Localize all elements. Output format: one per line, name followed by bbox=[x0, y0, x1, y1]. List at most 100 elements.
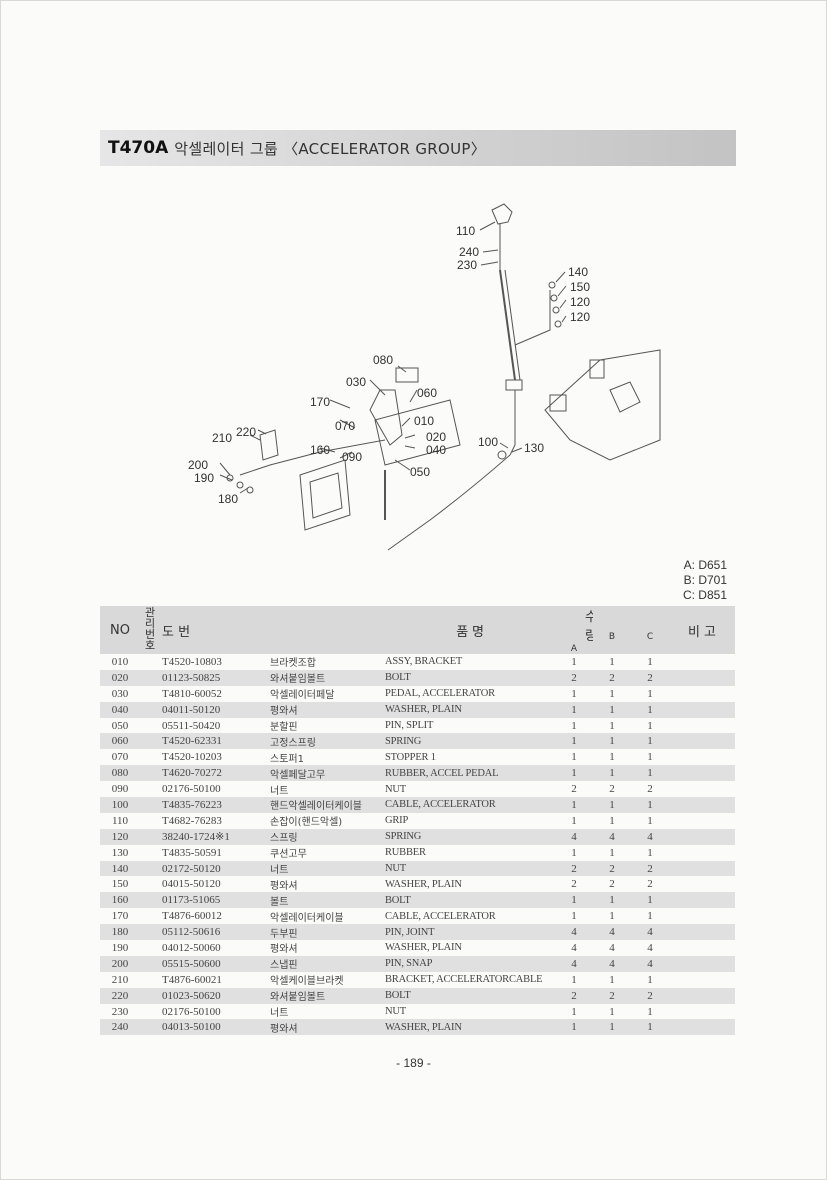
cell-no: 230 bbox=[111, 1005, 129, 1018]
cell-no: 040 bbox=[100, 701, 140, 718]
exploded-parts-diagram: 110 240 230 140 150 120 120 080 030 060 … bbox=[170, 190, 670, 560]
cell-qty-b: 1 bbox=[609, 719, 615, 732]
header-qty-b: B bbox=[593, 606, 631, 654]
callout-090: 090 bbox=[342, 450, 362, 464]
cell-qty-b: 2 bbox=[593, 669, 631, 686]
callout-240: 240 bbox=[459, 245, 479, 259]
callout-200: 200 bbox=[188, 458, 208, 472]
cell-qty-c: 1 bbox=[647, 1005, 653, 1018]
frame-shape bbox=[544, 349, 661, 461]
cell-no: 170 bbox=[111, 910, 129, 923]
cell-part-number: 02176-50100 bbox=[162, 783, 221, 796]
cell-no: 110 bbox=[111, 814, 129, 827]
cell-qty-c: 4 bbox=[631, 955, 669, 972]
cell-qty-c: 4 bbox=[631, 924, 669, 941]
cell-ref bbox=[140, 1019, 160, 1036]
parts-table-header: NO 관리번호 도 번 품 명 수 량 A B C 비 고 bbox=[100, 606, 735, 654]
cell-qty-a: 1 bbox=[571, 719, 577, 732]
cell-qty-b: 1 bbox=[593, 1019, 631, 1036]
cell-no: 190 bbox=[111, 941, 129, 954]
cell-ref bbox=[140, 781, 160, 797]
cell-name-en: PIN, JOINT bbox=[385, 924, 555, 941]
cell-qty-a: 1 bbox=[571, 846, 577, 859]
cell-part-number: 02176-50100 bbox=[162, 1005, 221, 1018]
cell-qty-b: 2 bbox=[609, 878, 615, 891]
cell-name-en: CABLE, ACCELERATOR bbox=[385, 910, 496, 922]
callout-230: 230 bbox=[457, 258, 477, 272]
header-ref: 관리번호 bbox=[140, 606, 160, 654]
cell-qty-c: 1 bbox=[631, 892, 669, 909]
cell-qty-a: 4 bbox=[571, 941, 577, 954]
cell-qty-c: 1 bbox=[631, 733, 669, 750]
cell-part-number: T4620-70272 bbox=[160, 765, 270, 782]
cell-ref bbox=[140, 797, 160, 813]
cell-ref bbox=[140, 845, 160, 861]
header-qty-a-label: A bbox=[570, 644, 578, 654]
cell-no: 050 bbox=[111, 719, 129, 732]
cell-part-number: T4520-10803 bbox=[162, 655, 222, 668]
cell-qty-c: 1 bbox=[647, 973, 653, 986]
cell-name-kr: 너트 bbox=[270, 785, 289, 797]
callout-040: 040 bbox=[426, 443, 446, 457]
cell-qty-a: 4 bbox=[555, 955, 593, 972]
header-no: NO bbox=[100, 606, 140, 654]
cell-ref bbox=[140, 860, 160, 877]
callout-220: 220 bbox=[236, 425, 256, 439]
callout-010: 010 bbox=[414, 414, 434, 428]
cell-no: 210 bbox=[111, 973, 129, 986]
cell-part-number: 04013-50100 bbox=[160, 1019, 270, 1036]
cell-remarks bbox=[669, 813, 735, 829]
cell-name-en: WASHER, PLAIN bbox=[385, 1019, 555, 1036]
cell-no: 140 bbox=[100, 860, 140, 877]
cell-qty-a: 2 bbox=[555, 669, 593, 686]
cell-qty-a: 2 bbox=[555, 860, 593, 877]
cell-ref bbox=[140, 749, 160, 765]
cell-no: 120 bbox=[100, 828, 140, 845]
cell-remarks bbox=[669, 955, 735, 972]
header-qty-a: 수 량 A bbox=[555, 606, 597, 654]
cell-ref bbox=[140, 892, 160, 909]
cell-name-en: WASHER, PLAIN bbox=[385, 878, 462, 890]
cell-name-en: SPRING bbox=[385, 828, 555, 845]
cell-ref bbox=[140, 654, 160, 670]
cell-qty-b: 4 bbox=[593, 828, 631, 845]
cell-qty-c: 1 bbox=[631, 701, 669, 718]
cell-name-en: ASSY, BRACKET bbox=[385, 656, 463, 668]
cell-qty-a: 1 bbox=[571, 687, 577, 700]
cell-no: 180 bbox=[100, 924, 140, 941]
cell-ref bbox=[140, 876, 160, 892]
cell-name-kr: 볼트 bbox=[270, 892, 385, 909]
cell-no: 100 bbox=[100, 797, 140, 813]
section-code: T470A bbox=[108, 138, 169, 158]
cell-name-kr: 너트 bbox=[270, 860, 385, 877]
cell-qty-c: 1 bbox=[631, 1019, 669, 1036]
bracket-plate bbox=[299, 459, 351, 531]
cell-qty-b: 1 bbox=[593, 733, 631, 750]
cell-qty-b: 1 bbox=[609, 973, 615, 986]
cell-ref bbox=[140, 669, 160, 686]
header-name: 품 명 bbox=[385, 606, 555, 654]
cell-part-number: 38240-1724※1 bbox=[160, 828, 270, 845]
cell-qty-a: 4 bbox=[555, 924, 593, 941]
variant-c: C: D851 bbox=[682, 588, 727, 602]
cell-name-kr: 분할핀 bbox=[270, 722, 298, 733]
cell-remarks bbox=[669, 860, 735, 877]
cell-name-en: PIN, SPLIT bbox=[385, 720, 434, 731]
cell-ref bbox=[140, 828, 160, 845]
cell-part-number: T4835-50591 bbox=[162, 846, 222, 859]
cell-part-number: T4876-60012 bbox=[162, 910, 222, 923]
cell-name-kr: 악셀페달고무 bbox=[270, 765, 385, 782]
cell-qty-a: 2 bbox=[571, 878, 577, 891]
cell-ref bbox=[140, 940, 160, 956]
cell-name-kr: 쿠션고무 bbox=[270, 849, 307, 861]
cable-bracket bbox=[259, 429, 279, 461]
